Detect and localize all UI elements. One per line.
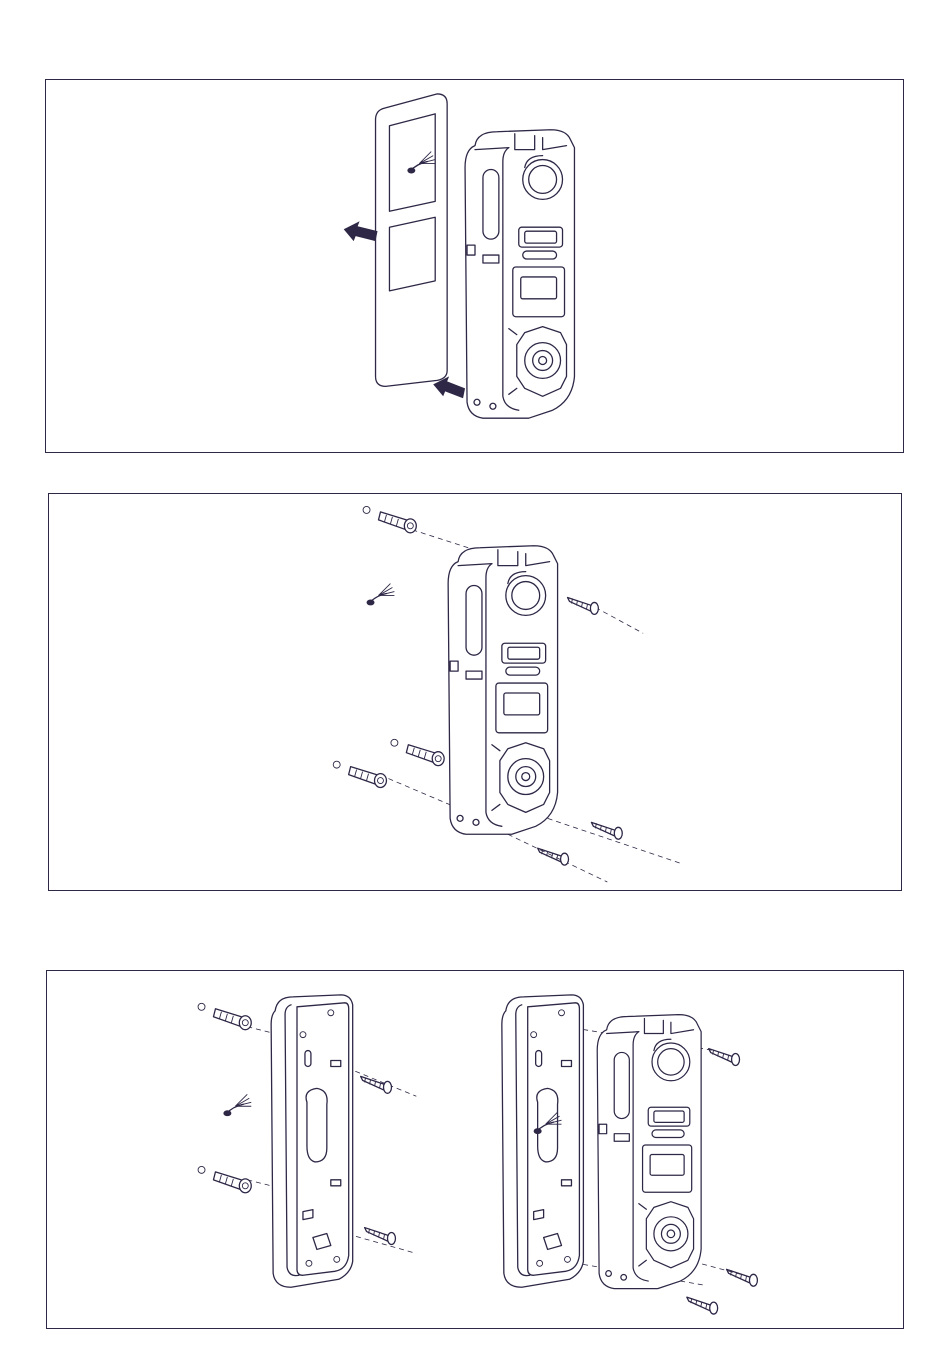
bracket-icon: [271, 995, 353, 1287]
adhesive-plate: [376, 94, 448, 386]
wire-icon: [367, 584, 395, 606]
wall-plug-icon: [198, 1166, 251, 1192]
wire-icon: [223, 1094, 251, 1116]
doorbell-device: [597, 1015, 701, 1289]
bracket-icon: [502, 995, 584, 1287]
wall-plug-icon: [391, 739, 444, 765]
step-2-panel: [48, 493, 902, 891]
step-3-illustration: [47, 971, 903, 1328]
step-2-illustration: [49, 494, 901, 890]
step-1-panel: [45, 79, 904, 453]
screw-icon: [538, 848, 569, 865]
wall-plug-icon: [198, 1003, 251, 1029]
step-1-illustration: [46, 80, 903, 452]
screw-icon: [687, 1297, 718, 1314]
screw-icon: [709, 1049, 740, 1066]
doorbell-device: [465, 130, 574, 418]
arrow-icon: [344, 221, 378, 241]
screw-icon: [568, 597, 599, 614]
screw-icon: [361, 1076, 392, 1093]
screw-icon: [727, 1269, 758, 1286]
screw-icon: [591, 822, 622, 839]
step-3-panel: [46, 970, 904, 1329]
wall-plug-icon: [363, 506, 416, 532]
doorbell-device: [448, 546, 557, 835]
wall-plug-icon: [333, 761, 386, 787]
screw-icon: [365, 1228, 396, 1245]
